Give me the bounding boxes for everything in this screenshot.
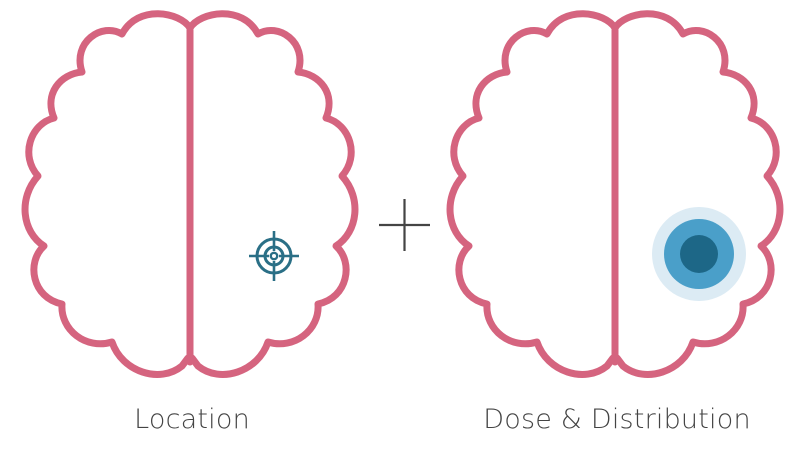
crosshair-target-icon xyxy=(249,231,299,281)
plus-icon xyxy=(379,199,430,251)
brain-diagram xyxy=(0,0,810,400)
left-brain xyxy=(25,14,355,375)
dose-core xyxy=(680,235,718,273)
location-caption: Location xyxy=(134,404,250,435)
right-brain xyxy=(450,14,780,375)
concentric-dose-circles-icon xyxy=(652,207,746,301)
dose-distribution-caption: Dose & Distribution xyxy=(483,404,751,435)
